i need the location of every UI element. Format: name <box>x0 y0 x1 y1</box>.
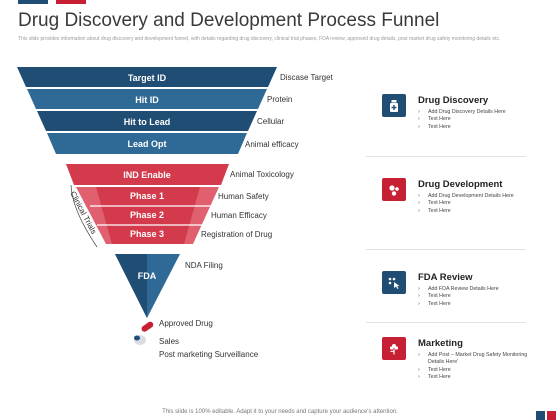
stage-desc-phase-1: Human Safety <box>218 192 269 201</box>
funnel-band-lead-opt <box>47 133 247 154</box>
medicine-bottle-icon <box>382 94 406 117</box>
list-item: Text Here <box>418 367 544 375</box>
stage-label-hit-to-lead: Hit to Lead <box>124 117 171 127</box>
funnel-band-hit-to-lead <box>37 111 257 131</box>
list-item: Text Here <box>418 124 544 132</box>
list-item: Text Here <box>418 116 544 124</box>
post-market-surveillance: Post marketing Surveillance <box>159 350 259 359</box>
card-title: Marketing <box>418 338 463 349</box>
stage-desc-phase-3: Registration of Drug <box>201 230 272 239</box>
list-item: Text Here <box>418 374 544 382</box>
funnel-diagram: Clinical Trials Target ID Hit ID Hit to … <box>17 67 334 359</box>
top-accent-bar-blue <box>18 0 48 4</box>
stage-label-target-id: Target ID <box>128 73 167 83</box>
stage-label-phase-2: Phase 2 <box>130 210 164 220</box>
stage-desc-hit-id: Protein <box>267 95 292 104</box>
list-item: Add Drug Discovery Details Here <box>418 109 544 117</box>
list-item: Text Here <box>418 301 544 309</box>
stage-desc-phase-2: Human Efficacy <box>211 211 267 220</box>
page-subtitle: This slide provides information about dr… <box>18 36 501 42</box>
stage-label-hit-id: Hit ID <box>135 95 159 105</box>
stage-label-lead-opt: Lead Opt <box>127 139 166 149</box>
footer-note: This slide is 100% editable. Adapt it to… <box>162 409 398 415</box>
review-touch-icon <box>382 271 406 294</box>
list-item: Text Here <box>418 293 544 301</box>
stage-label-fda: FDA <box>138 271 157 281</box>
card-title: Drug Development <box>418 179 503 190</box>
card-title: Drug Discovery <box>418 95 489 106</box>
funnel-band-target-id <box>17 67 277 87</box>
list-item: Add FDA Review Details Here <box>418 286 544 294</box>
card-details: Add Post – Market Drug Safety Monitoring… <box>418 352 544 382</box>
stage-desc-lead-opt: Animal efficacy <box>245 140 299 149</box>
corner-accent-blue <box>536 411 545 420</box>
molecules-icon <box>382 178 406 201</box>
list-item: Add Post – Market Drug Safety Monitoring… <box>418 352 544 367</box>
funnel-band-hit-id <box>27 89 267 109</box>
post-market-sales: Sales <box>159 337 179 346</box>
card-details: Add Drug Development Details Here Text H… <box>418 193 544 216</box>
funnel-band-phases <box>96 187 200 244</box>
corner-accent-red <box>547 411 556 420</box>
approved-drug-label: Approved Drug <box>159 319 213 328</box>
clinical-trials-bracket <box>70 184 98 248</box>
stage-desc-fda: NDA Filing <box>185 261 223 270</box>
stage-label-phase-1: Phase 1 <box>130 191 164 201</box>
list-item: Text Here <box>418 208 544 216</box>
separator <box>366 156 526 157</box>
stage-desc-ind-enable: Animal Toxicology <box>230 170 294 179</box>
list-item: Add Drug Development Details Here <box>418 193 544 201</box>
stage-desc-target-id: Discase Target <box>280 73 334 82</box>
card-title: FDA Review <box>418 272 473 283</box>
marketing-flower-icon <box>382 337 406 360</box>
top-accent-bar-red <box>56 0 86 4</box>
separator <box>366 249 526 250</box>
pill-icon <box>134 321 154 345</box>
card-details: Add FDA Review Details Here Text Here Te… <box>418 286 544 309</box>
funnel-fda-shadow <box>115 254 147 318</box>
separator <box>366 322 526 323</box>
page-title: Drug Discovery and Development Process F… <box>18 10 440 31</box>
list-item: Text Here <box>418 200 544 208</box>
stage-label-ind-enable: IND Enable <box>123 170 171 180</box>
card-details: Add Drug Discovery Details Here Text Her… <box>418 109 544 132</box>
stage-label-phase-3: Phase 3 <box>130 229 164 239</box>
funnel-band-ind-enable <box>66 164 229 185</box>
stage-desc-hit-to-lead: Cellular <box>257 117 284 126</box>
